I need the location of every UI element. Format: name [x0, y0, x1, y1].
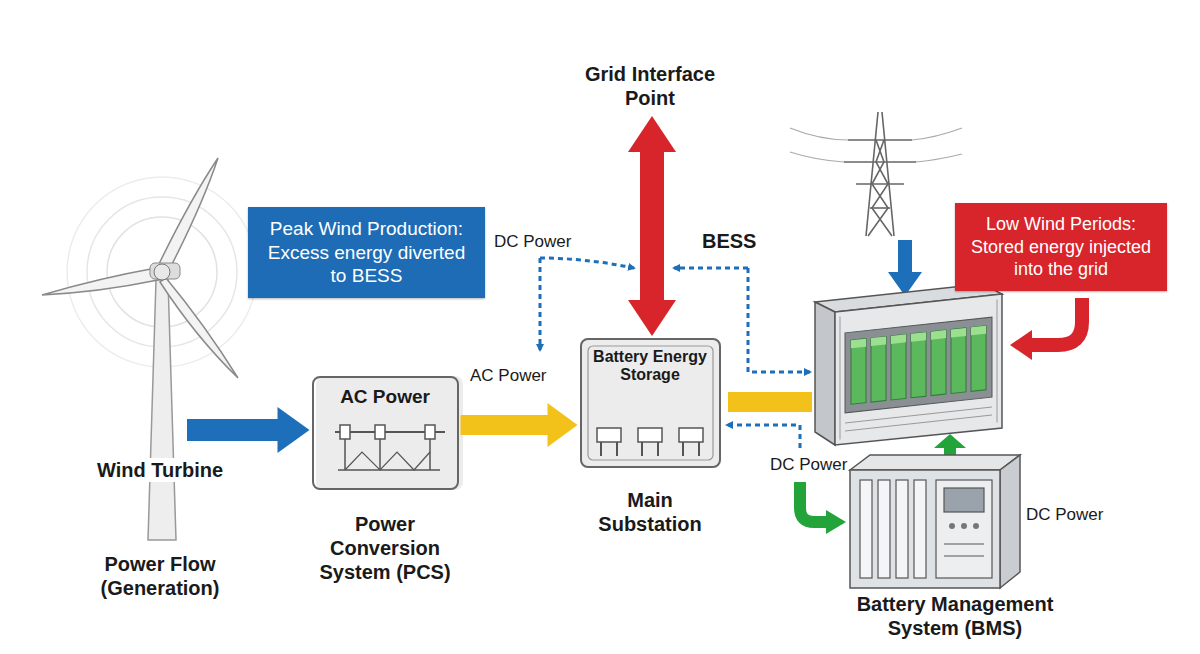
equipment-box: Battery Energy StorageMain Substation	[560, 338, 740, 536]
battery-cell	[871, 337, 886, 403]
label-holder: DC Power	[1026, 505, 1126, 525]
bms-cabinet	[850, 455, 1020, 588]
callout-box: Peak Wind Production: Excess energy dive…	[248, 207, 485, 298]
grid-arrow	[628, 116, 676, 336]
substation-equipment	[580, 338, 721, 468]
wind-turbine-node: Wind TurbinePower Flow (Generation)	[60, 270, 260, 600]
flow-arrow	[461, 403, 578, 447]
wind-turbine	[42, 158, 257, 540]
label-holder: BESS	[702, 229, 782, 253]
battery-cell	[931, 330, 946, 396]
battery-cell	[891, 334, 906, 400]
text-label: DC Power	[494, 232, 594, 252]
turbine-anchor	[140, 270, 185, 450]
battery-cell	[851, 339, 866, 405]
text-label: Grid Interface Point	[560, 62, 740, 110]
battery-cell	[971, 326, 986, 392]
battery-cell	[951, 328, 966, 394]
box-title: Battery Energy Storage	[588, 348, 713, 385]
text-label: DC Power	[1026, 505, 1126, 525]
grid-to-bess-arrow	[888, 240, 922, 296]
battery-cell-top	[971, 326, 986, 336]
equipment-label: Battery Management System (BMS)	[805, 592, 1105, 640]
ac-bar	[728, 392, 812, 412]
flow-arrow	[187, 407, 310, 453]
pcs-schematic	[316, 376, 463, 490]
callout-box: Low Wind Periods: Stored energy injected…	[955, 203, 1167, 291]
edge-label-holder: AC Power	[470, 366, 547, 386]
label-holder: DC Power	[770, 455, 870, 475]
caption-label: Power Flow (Generation)	[60, 552, 260, 600]
battery-cell-top	[871, 337, 886, 347]
battery-cell-top	[851, 339, 866, 349]
label-holder: Grid Interface Point	[560, 62, 740, 110]
shape-outline: Battery Energy Storage	[580, 338, 721, 468]
text-label: BESS	[702, 229, 782, 253]
battery-cell-top	[951, 328, 966, 338]
battery-cell	[911, 332, 926, 398]
callout-text: Low Wind Periods: Stored energy injected…	[965, 213, 1157, 281]
label-holder: DC Power	[494, 232, 594, 252]
box-caption: Power Conversion System (PCS)	[285, 512, 485, 584]
battery-cell-top	[931, 330, 946, 340]
equipment-node: Battery Management System (BMS)	[805, 592, 1105, 640]
battery-cell-top	[911, 332, 926, 342]
battery-container	[815, 284, 1002, 445]
equipment-box: AC PowerPower Conversion System (PCS)	[285, 376, 485, 584]
box-caption: Main Substation	[560, 488, 740, 536]
battery-cell-top	[891, 334, 906, 344]
shape-outline: AC Power	[312, 376, 459, 490]
turbine-label: Wind Turbine	[94, 458, 226, 482]
callout-text: Peak Wind Production: Excess energy dive…	[258, 217, 475, 288]
text-label: DC Power	[770, 455, 870, 475]
transmission-tower	[790, 112, 962, 236]
edge-label: AC Power	[470, 366, 547, 386]
box-title: AC Power	[320, 386, 451, 409]
discharge-arrow	[1010, 298, 1082, 360]
